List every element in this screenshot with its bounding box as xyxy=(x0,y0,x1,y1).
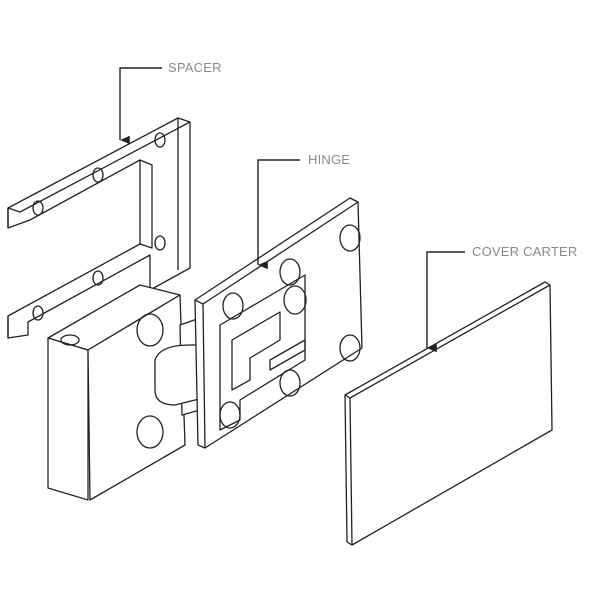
hinge-leader-line xyxy=(257,159,300,270)
hinge-label: HINGE xyxy=(308,152,351,167)
hinge-part xyxy=(194,197,363,449)
spacer-label: SPACER xyxy=(168,60,222,75)
spacer-leader-line xyxy=(119,67,162,145)
cover-leader-line xyxy=(426,251,465,353)
cover-carter-part xyxy=(344,281,553,546)
spacer-part xyxy=(7,117,191,339)
cover-carter-label: COVER CARTER xyxy=(472,244,578,259)
block-leaf-part xyxy=(47,284,216,501)
